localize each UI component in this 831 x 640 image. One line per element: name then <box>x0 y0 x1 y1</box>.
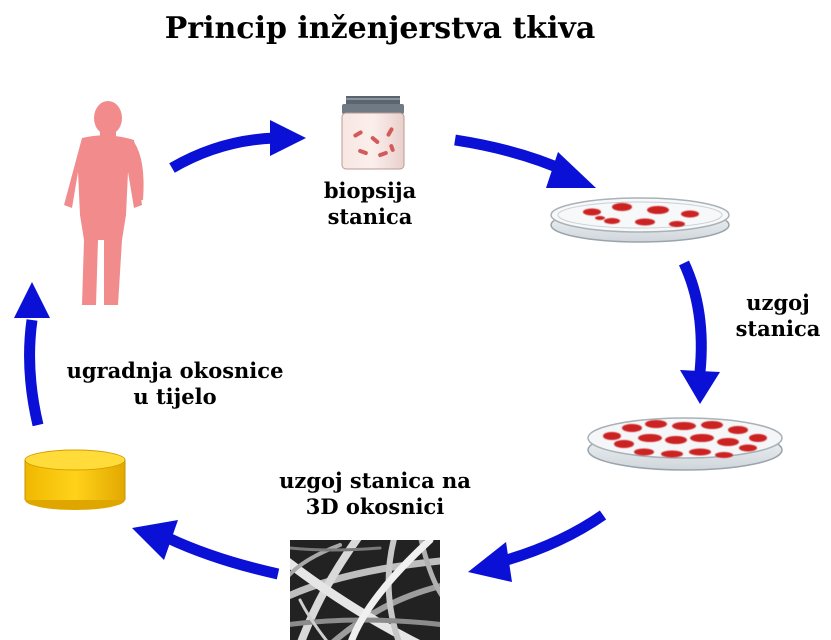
page-title: Princip inženjerstva tkiva <box>164 11 596 46</box>
label-biopsy: biopsija stanica <box>300 178 440 231</box>
arrow-scaffold-to-disk <box>132 520 280 580</box>
petri-dish-full-icon <box>587 417 783 471</box>
human-figure-icon <box>64 101 144 305</box>
arrow-biopsy-to-dish <box>454 134 596 188</box>
label-culture-line2: stanica <box>735 316 821 342</box>
scaffold-sem-icon <box>290 540 440 640</box>
label-biopsy-line2: stanica <box>327 204 413 230</box>
label-scaffold-line2: 3D okosnici <box>305 494 445 520</box>
arrow-dish-to-dish <box>678 260 720 404</box>
arrow-disk-to-human <box>14 282 50 427</box>
vial-icon <box>341 96 405 170</box>
arrow-dish-to-scaffold <box>468 510 607 582</box>
label-implant-line1: ugradnja okosnice <box>66 358 284 383</box>
petri-dish-icon <box>550 197 730 243</box>
label-scaffold-culture: uzgoj stanica na 3D okosnici <box>230 468 520 521</box>
label-implant-line2: u tijelo <box>133 384 217 410</box>
label-scaffold-line1: uzgoj stanica na <box>279 468 471 493</box>
arrow-human-to-biopsy <box>169 120 306 173</box>
label-implant: ugradnja okosnice u tijelo <box>20 358 330 411</box>
label-biopsy-line1: biopsija <box>323 178 417 203</box>
label-culture: uzgoj stanica <box>725 290 831 343</box>
label-culture-line1: uzgoj <box>746 290 810 315</box>
scaffold-disk-icon <box>24 449 126 510</box>
